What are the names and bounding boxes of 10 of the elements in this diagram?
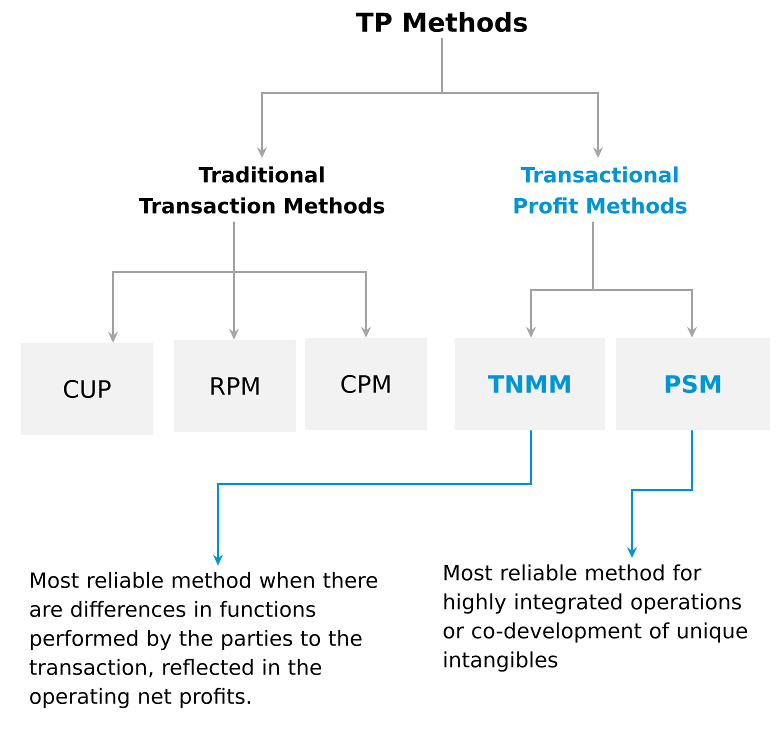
- method-box: PSM: [616, 338, 770, 430]
- description-text: Most reliable method for highly integrated operations or co-development of unique intangibles: [444, 564, 748, 672]
- method-box: CUP: [20, 343, 154, 435]
- category-heading: Traditional Transaction Methods: [138, 166, 384, 214]
- title-text: TP Methods: [356, 12, 527, 32]
- method-box: RPM: [174, 340, 296, 432]
- description-text: Most reliable method when there are differences in functions performed by the parties to the transaction, reflected in the operating net profits.: [30, 572, 378, 708]
- method-box: TNMM: [455, 338, 605, 430]
- category-heading: Transactional Profit Methods: [514, 166, 686, 214]
- method-box: CPM: [305, 338, 427, 430]
